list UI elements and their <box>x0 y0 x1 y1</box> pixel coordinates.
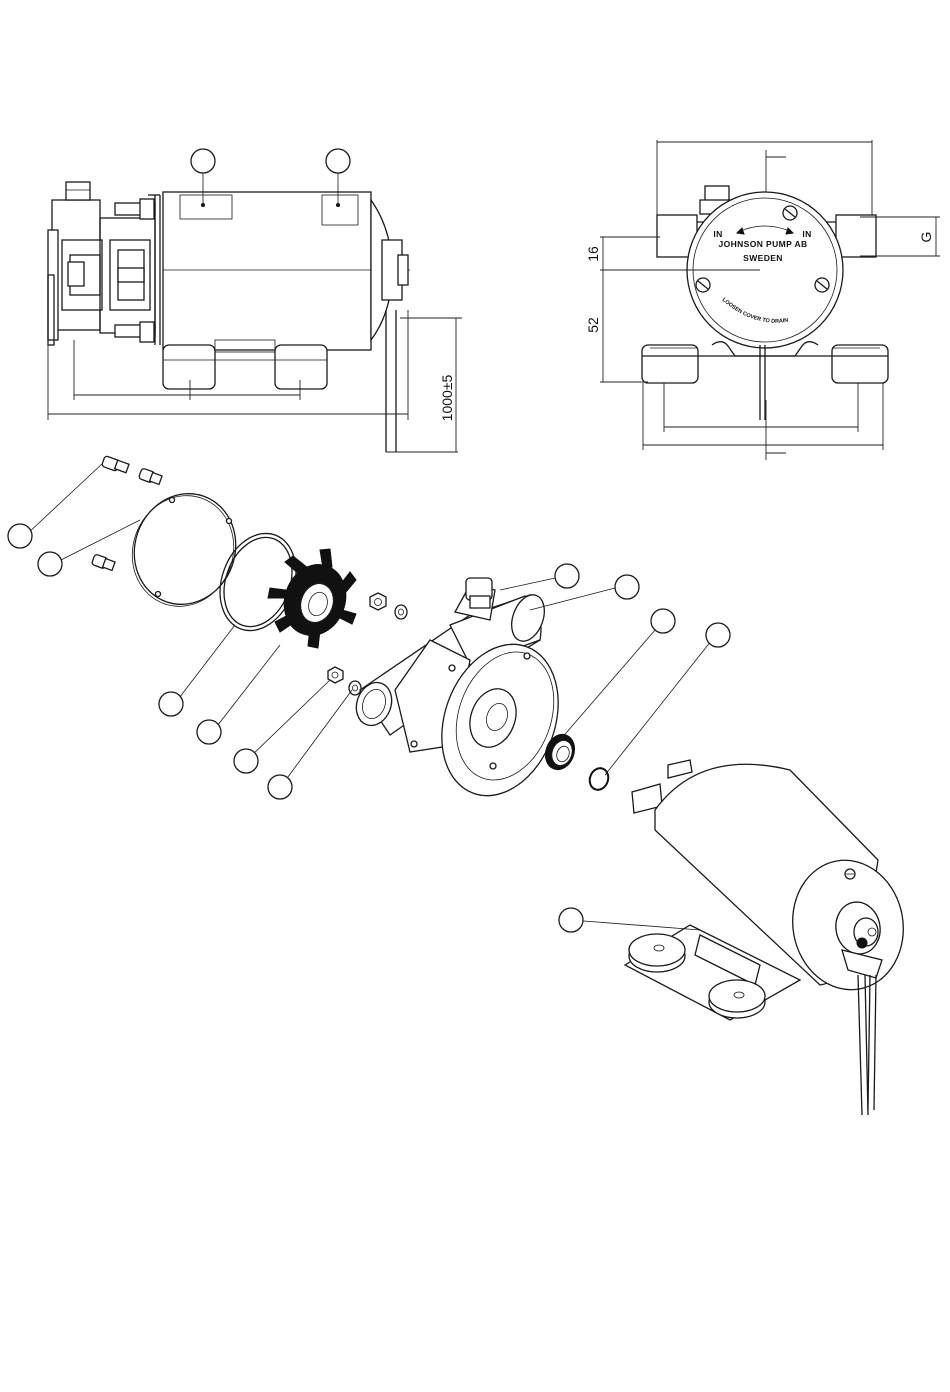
end-foot-right <box>832 345 888 383</box>
cover-screw-2 <box>138 468 162 485</box>
motor-cable-2 <box>868 975 870 1110</box>
pump-housing <box>351 578 579 812</box>
callout-8 <box>268 775 292 799</box>
small-o-ring <box>587 766 611 793</box>
nameplate-line1: JOHNSON PUMP AB <box>718 239 807 249</box>
foot-left <box>163 345 215 389</box>
end-cover <box>119 479 251 618</box>
port-label-left: IN <box>713 229 722 239</box>
callout-1 <box>191 149 215 173</box>
callout-10 <box>615 575 639 599</box>
nameplate-line2: SWEDEN <box>743 253 783 263</box>
callout-11 <box>651 609 675 633</box>
dim-cable-length: 1000±5 <box>439 374 455 421</box>
callout-6 <box>197 720 221 744</box>
motor-body <box>163 192 371 350</box>
washer-2 <box>349 681 361 695</box>
nut-1 <box>370 593 386 610</box>
port-right <box>836 215 876 257</box>
impeller <box>268 549 356 648</box>
callout-9 <box>555 564 579 588</box>
callout-13 <box>559 908 583 932</box>
cover-screw-1 <box>101 456 129 473</box>
end-view: G IN IN JOHNSON PUMP AB SWEDEN LOOSEN CO… <box>585 140 940 460</box>
foot-right <box>275 345 327 389</box>
port-label-right: IN <box>802 229 811 239</box>
dim-height-52: 52 <box>585 317 601 333</box>
nut-2 <box>328 667 343 683</box>
callout-3 <box>8 524 32 548</box>
dim-port-g: G <box>918 232 934 243</box>
end-foot-left <box>642 345 698 383</box>
motor-assembly <box>625 760 913 1115</box>
cover-plate <box>48 230 58 340</box>
cover-screw-3 <box>91 554 115 571</box>
callout-12 <box>706 623 730 647</box>
motor-cable-1 <box>858 975 862 1115</box>
callout-7 <box>234 749 258 773</box>
side-view: 1000±5 <box>48 168 462 452</box>
callout-5 <box>159 692 183 716</box>
callout-2 <box>326 149 350 173</box>
washer-1 <box>395 605 407 619</box>
exploded-view <box>26 456 913 1115</box>
dim-height-16: 16 <box>585 246 601 262</box>
callout-4 <box>38 552 62 576</box>
top-bolt <box>66 182 90 200</box>
